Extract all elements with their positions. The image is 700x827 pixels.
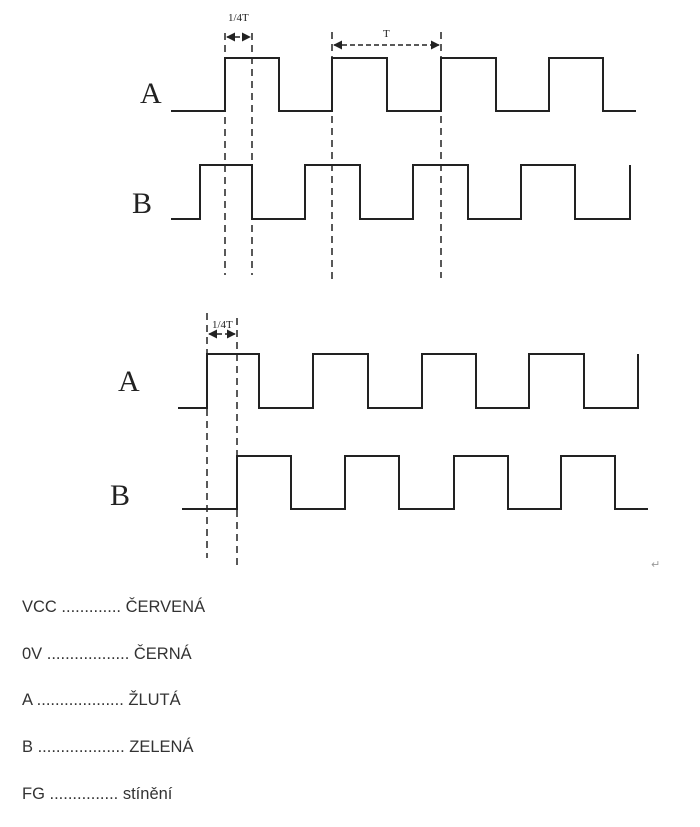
top-quarter-period-label: 1/4T — [228, 12, 249, 24]
top-signal-a-waveform — [171, 57, 636, 112]
bottom-signal-b-label: B — [110, 479, 130, 512]
legend-item-b: B ................... ZELENÁ — [22, 738, 194, 757]
period-label: T — [383, 28, 390, 40]
top-diagram: A B 1/4T T — [132, 12, 636, 280]
bottom-diagram: A B 1/4T — [110, 313, 648, 566]
top-signal-b-waveform — [171, 164, 631, 220]
bottom-signal-a-waveform — [178, 353, 639, 409]
legend-item-fg: FG ............... stínění — [22, 784, 173, 803]
top-signal-b-label: B — [132, 187, 152, 220]
bottom-quarter-period-label: 1/4T — [212, 319, 233, 331]
quadrature-timing-diagram: A B 1/4T T A B 1/4T ↵ — [110, 12, 660, 571]
legend-item-vcc: VCC ............. ČERVENÁ — [22, 598, 206, 616]
legend-item-a: A ................... ŽLUTÁ — [22, 691, 181, 710]
legend-item-0v: 0V .................. ČERNÁ — [22, 644, 192, 663]
bottom-signal-b-waveform — [182, 455, 648, 510]
paragraph-return-icon: ↵ — [651, 558, 660, 571]
wiring-color-legend: VCC ............. ČERVENÁ 0V ...........… — [22, 592, 205, 825]
bottom-signal-a-label: A — [118, 365, 140, 398]
top-signal-a-label: A — [140, 77, 162, 110]
